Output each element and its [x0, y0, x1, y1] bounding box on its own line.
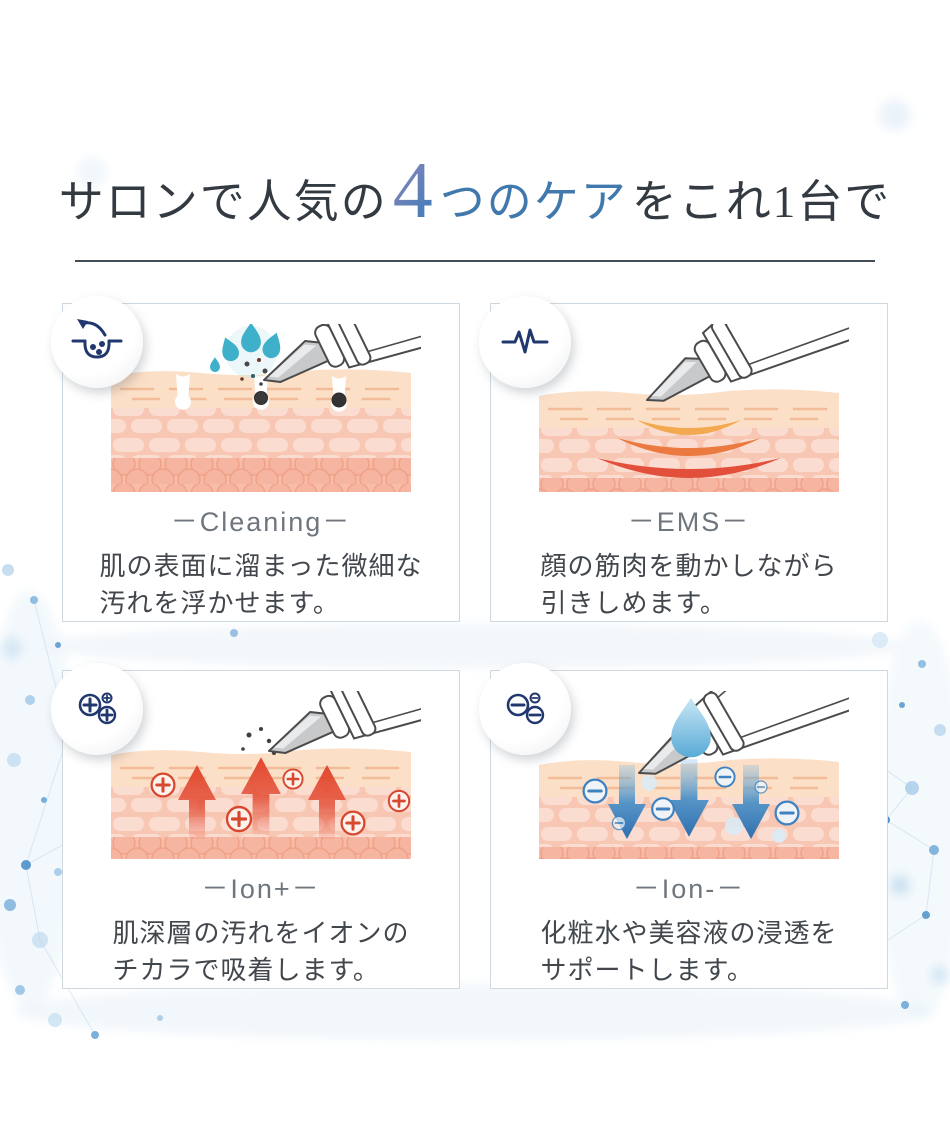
mode-label: －Cleaning－	[170, 507, 352, 537]
negative-ion-icon	[506, 692, 545, 725]
mode-badge	[479, 296, 571, 388]
mode-label: －Ion+－	[201, 874, 321, 904]
title-divider	[75, 260, 875, 262]
care-card-ion-minus: －Ion-－ 化粧水や美容液の浸透を サポートします。	[479, 663, 888, 989]
mode-badge	[51, 663, 143, 755]
ion-minus-illustration	[537, 691, 849, 859]
cleaning-illustration	[109, 324, 421, 492]
mode-label: －Ion-－	[632, 874, 746, 904]
care-card-ion-plus: －Ion+－ 肌深層の汚れをイオンの チカラで吸着します。	[51, 663, 460, 989]
ems-pulse-icon	[501, 328, 549, 354]
title-suffix: をこれ1台で	[631, 177, 892, 227]
mode-label: －EMS－	[627, 507, 751, 537]
mode-badge	[479, 663, 571, 755]
mode-badge	[51, 296, 143, 388]
care-card-ems: －EMS－ 顔の筋肉を動かしながら 引きしめます。	[479, 296, 888, 622]
mode-description: 化粧水や美容液の浸透を サポートします。	[540, 918, 838, 985]
ems-illustration	[537, 324, 849, 492]
ion-plus-illustration	[109, 691, 421, 859]
mode-description: 顔の筋肉を動かしながら 引きしめます。	[540, 551, 838, 618]
mode-description: 肌の表面に溜まった微細な 汚れを浮かせます。	[99, 551, 423, 618]
pore-cleaning-icon	[71, 319, 123, 359]
positive-ion-icon	[78, 692, 117, 725]
care-card-cleaning: －Cleaning－ 肌の表面に溜まった微細な 汚れを浮かせます。	[51, 296, 460, 622]
mode-description: 肌深層の汚れをイオンの チカラで吸着します。	[112, 918, 410, 985]
title-number: 4	[388, 147, 440, 235]
title-highlight: つのケア	[439, 177, 628, 227]
title-prefix: サロンで人気の	[58, 177, 388, 227]
